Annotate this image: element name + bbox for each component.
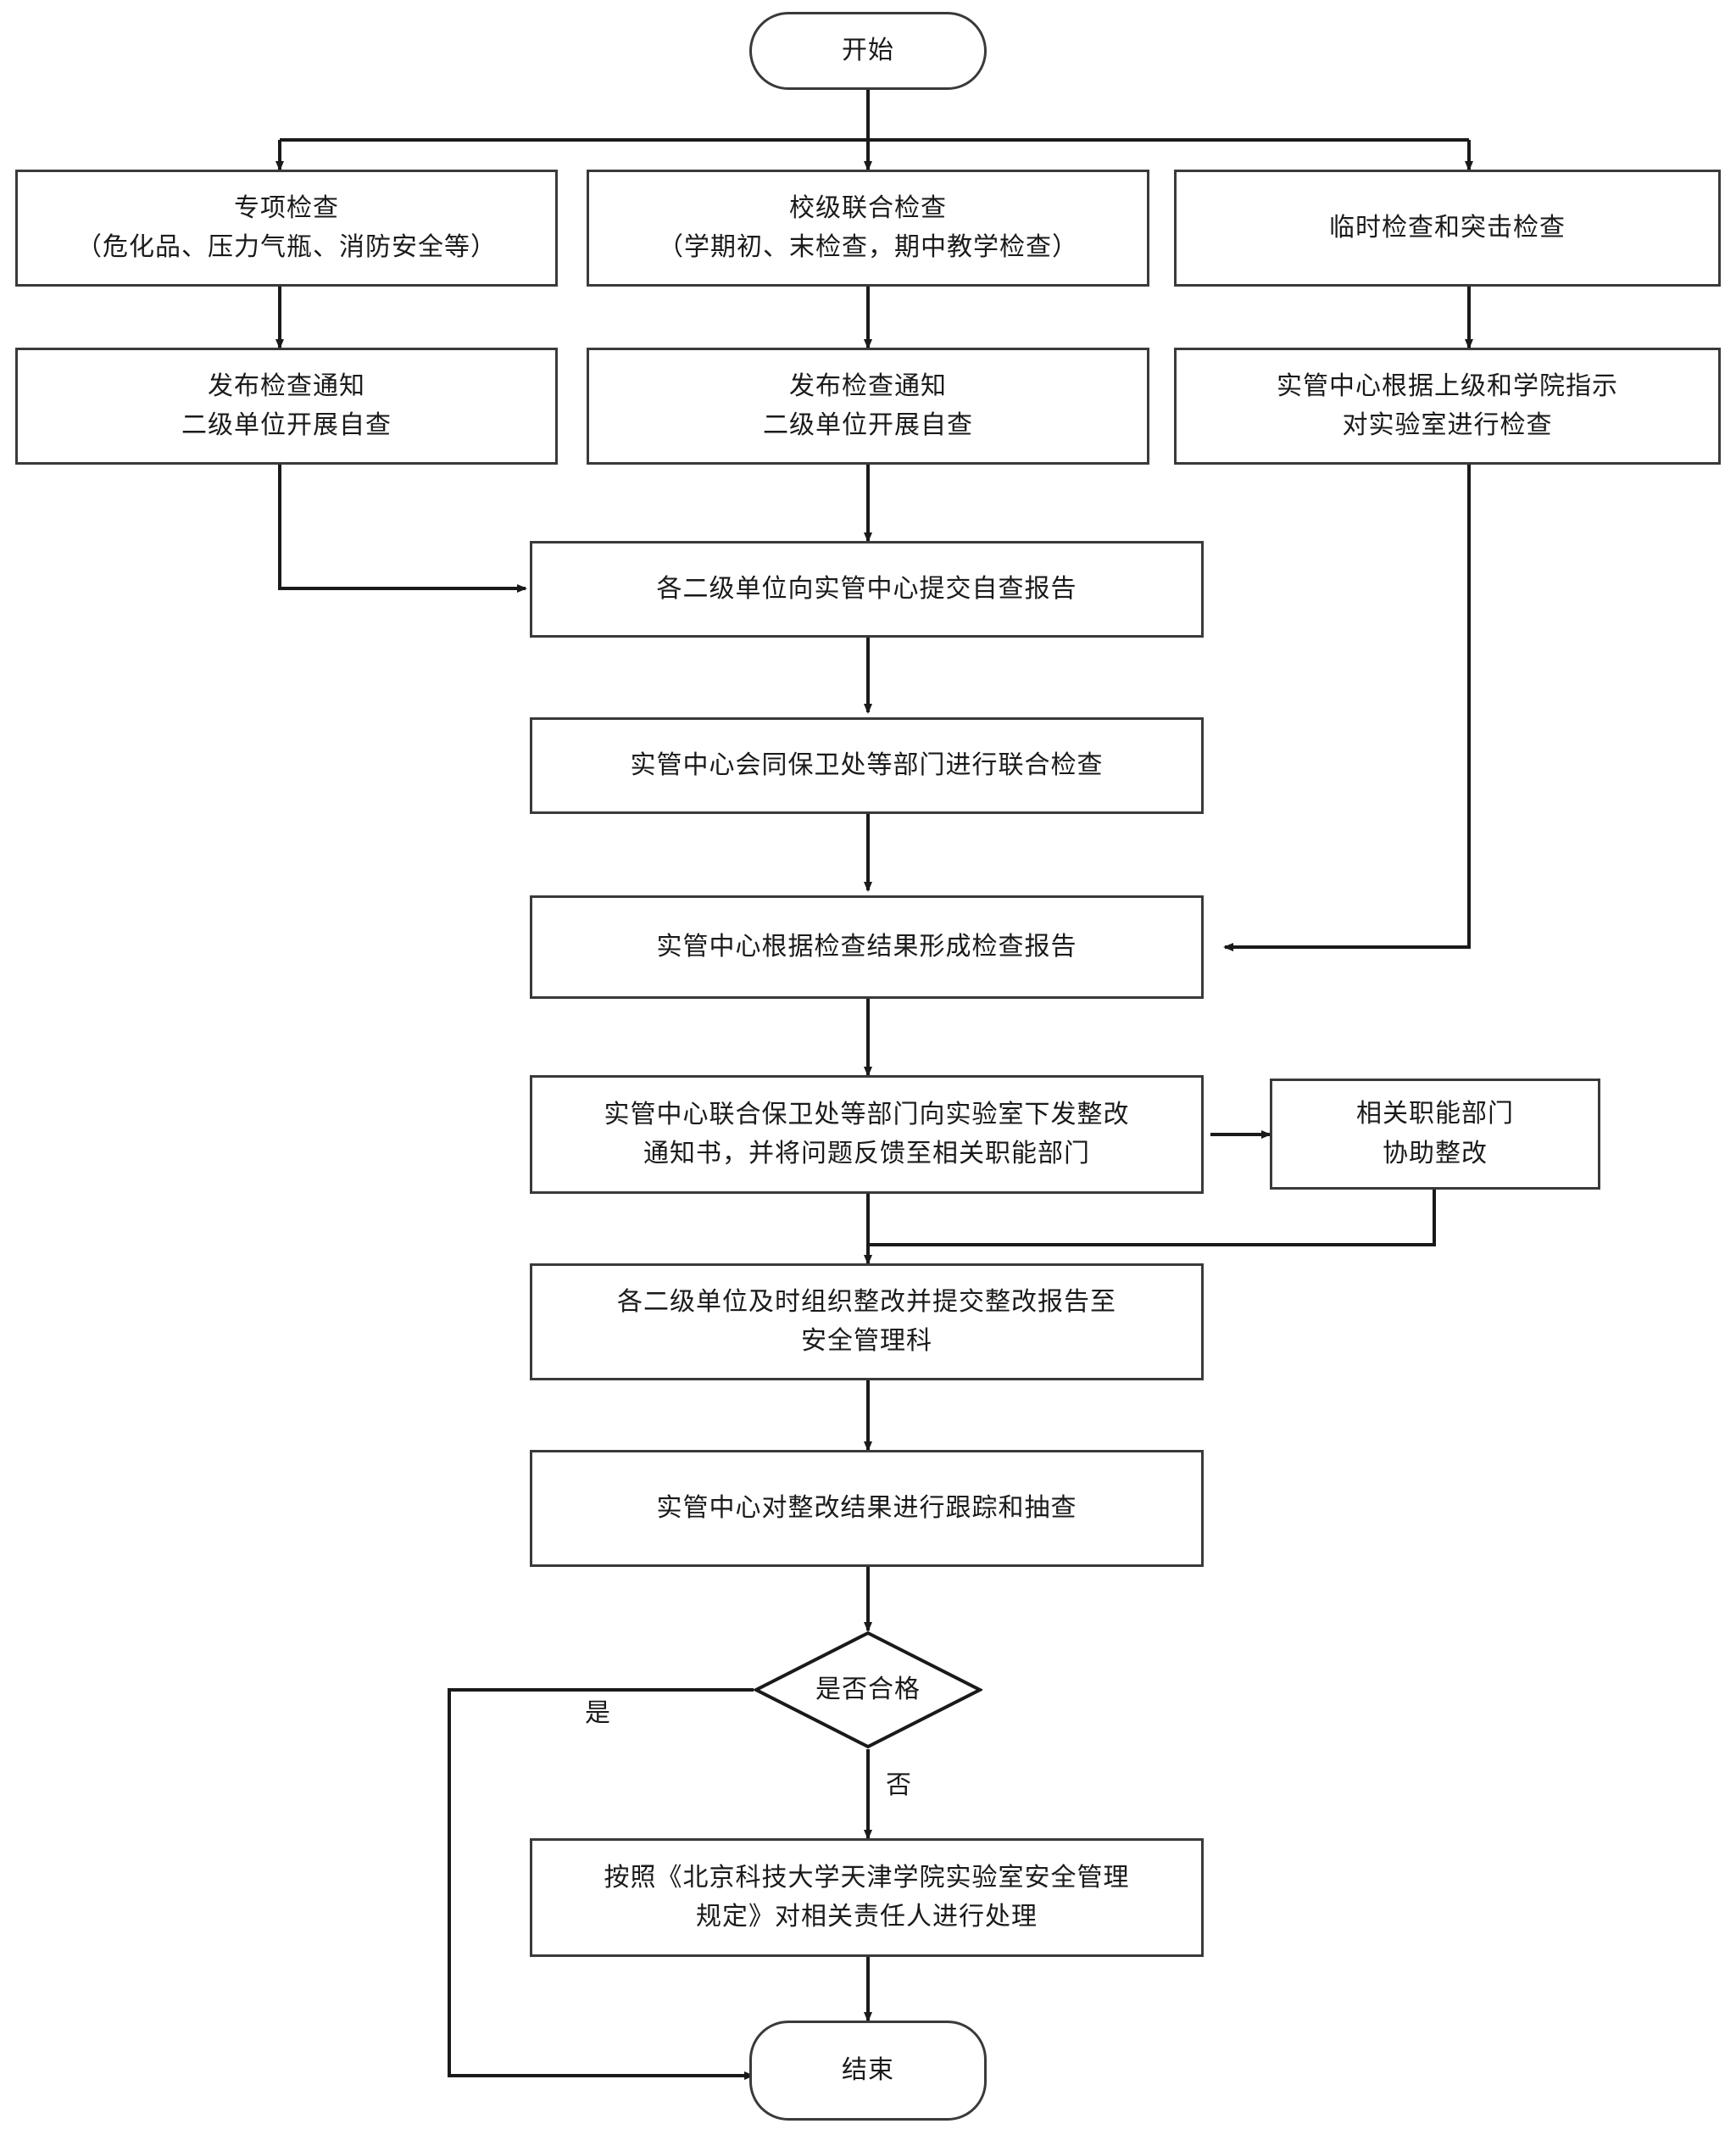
node-start-label: 开始 — [842, 36, 894, 64]
node-track-and-spotcheck[interactable]: 实管中心对整改结果进行跟踪和抽查 — [530, 1450, 1204, 1567]
node-joint-inspection-label: 实管中心会同保卫处等部门进行联合检查 — [630, 750, 1104, 779]
node-decision-qualified[interactable]: 是否合格 — [754, 1631, 982, 1749]
node-penalty[interactable]: 按照《北京科技大学天津学院实验室安全管理 规定》对相关责任人进行处理 — [530, 1838, 1204, 1957]
node-track-and-spotcheck-label: 实管中心对整改结果进行跟踪和抽查 — [656, 1493, 1077, 1522]
node-school-joint-inspection[interactable]: 校级联合检查 （学期初、末检查，期中教学检查） — [587, 170, 1149, 287]
edge-decision-yes-to-end — [448, 1688, 754, 2080]
node-form-report[interactable]: 实管中心根据检查结果形成检查报告 — [530, 895, 1204, 999]
node-submit-self-report[interactable]: 各二级单位向实管中心提交自查报告 — [530, 541, 1204, 638]
node-temporary-inspection[interactable]: 临时检查和突击检查 — [1174, 170, 1721, 287]
node-end-label: 结束 — [842, 2055, 894, 2084]
edge-departments-merge — [868, 1190, 1436, 1246]
node-penalty-label: 按照《北京科技大学天津学院实验室安全管理 规定》对相关责任人进行处理 — [604, 1863, 1130, 1932]
node-functional-departments-label: 相关职能部门 协助整改 — [1356, 1100, 1514, 1168]
node-submit-rectification[interactable]: 各二级单位及时组织整改并提交整改报告至 安全管理科 — [530, 1263, 1204, 1380]
node-center-directive-label: 实管中心根据上级和学院指示 对实验室进行检查 — [1277, 371, 1618, 440]
edge-label-no: 否 — [886, 1771, 911, 1799]
node-decision-qualified-label: 是否合格 — [815, 1675, 921, 1703]
node-special-inspection[interactable]: 专项检查 （危化品、压力气瓶、消防安全等） — [15, 170, 558, 287]
node-submit-self-report-label: 各二级单位向实管中心提交自查报告 — [656, 574, 1077, 603]
node-issue-rectification[interactable]: 实管中心联合保卫处等部门向实验室下发整改 通知书，并将问题反馈至相关职能部门 — [530, 1075, 1204, 1194]
node-end[interactable]: 结束 — [749, 2021, 987, 2121]
node-center-directive[interactable]: 实管中心根据上级和学院指示 对实验室进行检查 — [1174, 348, 1721, 465]
node-start[interactable]: 开始 — [749, 12, 987, 90]
node-joint-inspection[interactable]: 实管中心会同保卫处等部门进行联合检查 — [530, 717, 1204, 814]
node-functional-departments[interactable]: 相关职能部门 协助整改 — [1270, 1079, 1600, 1190]
edge-label-yes: 是 — [585, 1699, 610, 1727]
diamond-shape — [754, 1631, 982, 1749]
node-school-joint-inspection-label: 校级联合检查 （学期初、末检查，期中教学检查） — [658, 193, 1078, 262]
node-special-inspection-label: 专项检查 （危化品、压力气瓶、消防安全等） — [76, 193, 497, 262]
node-notice-mid[interactable]: 发布检查通知 二级单位开展自查 — [587, 348, 1149, 465]
edge-notice-left-to-submit — [278, 465, 527, 593]
edge-directive-to-report — [1223, 465, 1471, 951]
node-notice-left[interactable]: 发布检查通知 二级单位开展自查 — [15, 348, 558, 465]
node-notice-left-label: 发布检查通知 二级单位开展自查 — [181, 371, 392, 440]
node-issue-rectification-label: 实管中心联合保卫处等部门向实验室下发整改 通知书，并将问题反馈至相关职能部门 — [604, 1100, 1130, 1168]
node-notice-mid-label: 发布检查通知 二级单位开展自查 — [763, 371, 973, 440]
node-submit-rectification-label: 各二级单位及时组织整改并提交整改报告至 安全管理科 — [617, 1287, 1116, 1356]
node-temporary-inspection-label: 临时检查和突击检查 — [1329, 213, 1566, 242]
node-form-report-label: 实管中心根据检查结果形成检查报告 — [656, 932, 1077, 961]
